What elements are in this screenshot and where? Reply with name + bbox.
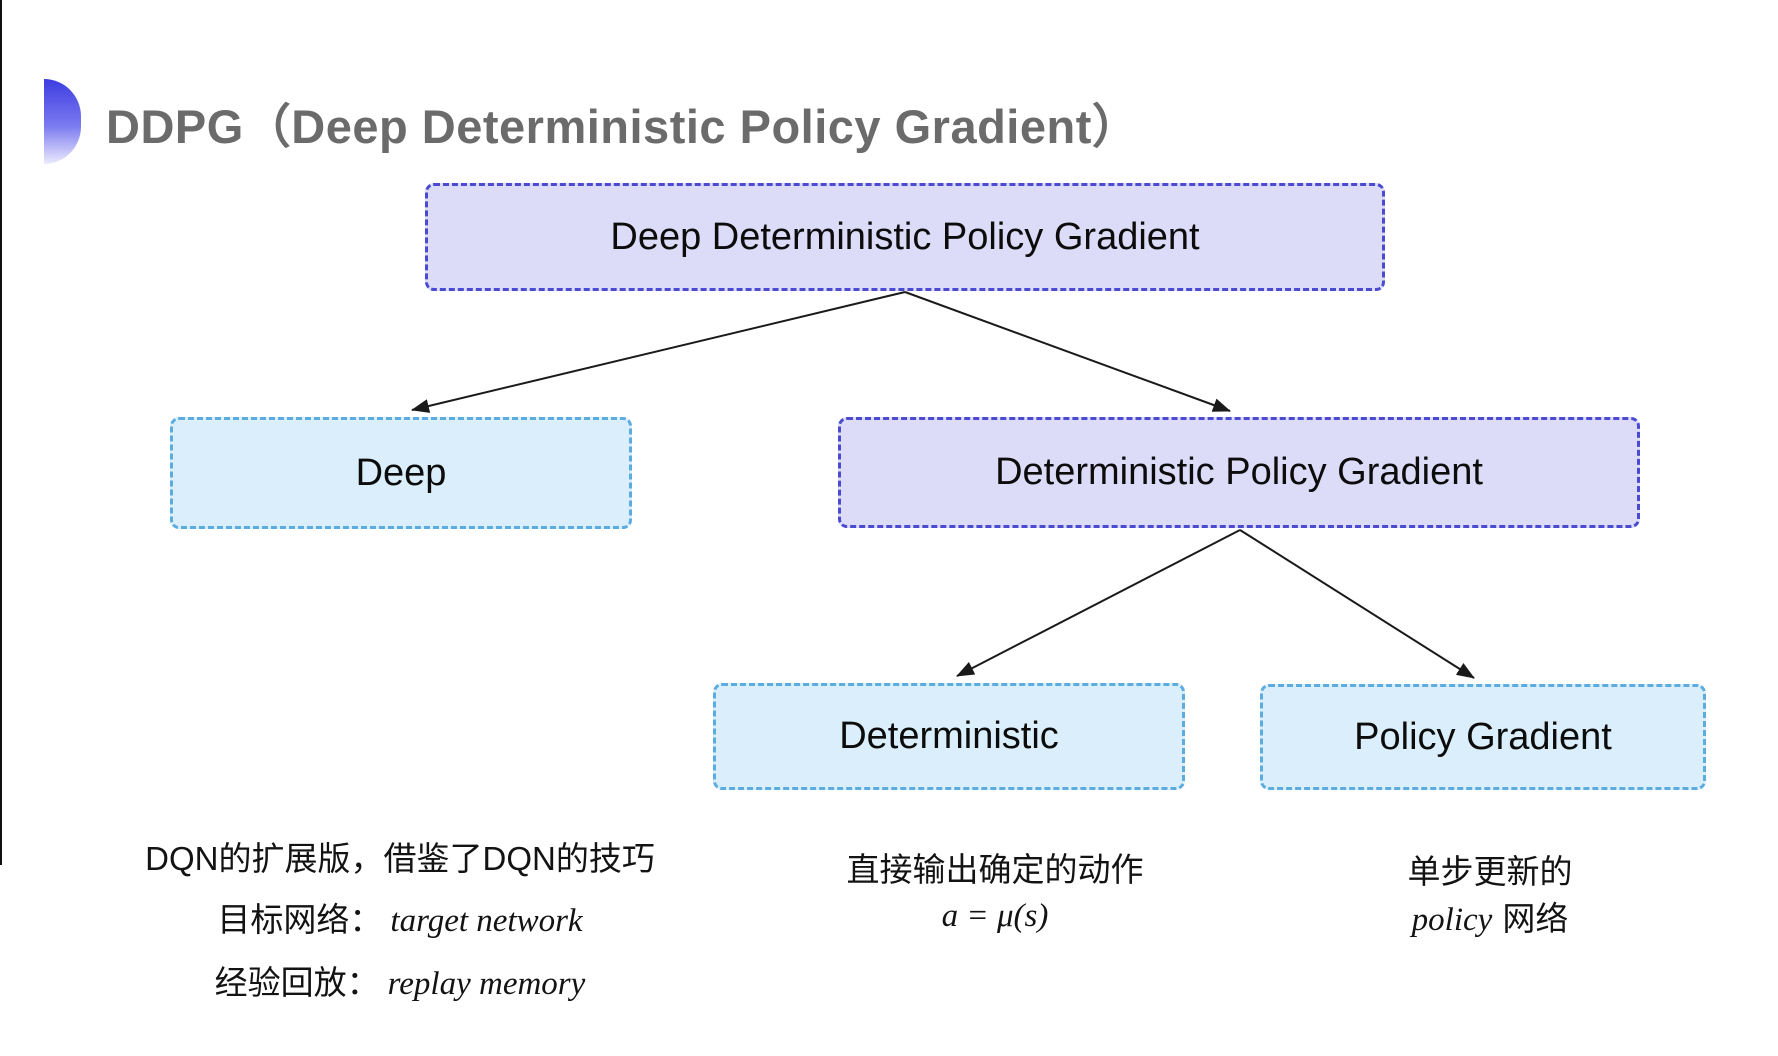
note-deep-line3: 经验回放：replay memory [110,952,690,1015]
note-deep: DQN的扩展版，借鉴了DQN的技巧 目标网络：target network 经验… [110,828,690,1015]
note-label-replay-memory: 经验回放： [214,964,380,1001]
arrow-root-to-dpg [904,291,1231,412]
node-label: Deterministic Policy Gradient [995,451,1483,493]
note-deterministic-formula: a = μ(s) [941,898,1049,934]
left-edge-divider [0,0,2,865]
note-deterministic-line1: 直接输出确定的动作 [846,851,1144,888]
node-deep-deterministic-policy-gradient: Deep Deterministic Policy Gradient [425,183,1385,291]
arrow-dpg-to-policy-gradient [1239,529,1475,679]
node-label: Deep [355,451,447,494]
term-target-network: target network [390,903,583,939]
term-policy: policy [1411,902,1493,938]
note-label-target-network: 目标网络： [217,901,383,938]
arrow-dpg-to-deterministic [956,529,1241,677]
note-deep-line2: 目标网络：target network [110,889,690,952]
node-label: Policy Gradient [1354,715,1612,758]
node-deterministic-policy-gradient: Deterministic Policy Gradient [838,417,1640,528]
note-policy-gradient-line1: 单步更新的 [1407,853,1573,890]
note-deterministic: 直接输出确定的动作 a = μ(s) [795,846,1195,940]
term-replay-memory: replay memory [387,966,586,1002]
node-label: Deep Deterministic Policy Gradient [610,215,1200,258]
node-deep: Deep [170,417,632,529]
node-label: Deterministic [839,715,1059,757]
note-deep-line1: DQN的扩展版，借鉴了DQN的技巧 [145,840,655,877]
node-deterministic: Deterministic [713,683,1185,790]
arrow-root-to-deep [411,291,906,413]
page-title: DDPG（Deep Deterministic Policy Gradient） [106,100,1140,153]
note-policy-suffix: 网络 [1502,900,1569,937]
half-circle-bullet-icon [44,79,81,164]
node-policy-gradient: Policy Gradient [1260,684,1706,790]
